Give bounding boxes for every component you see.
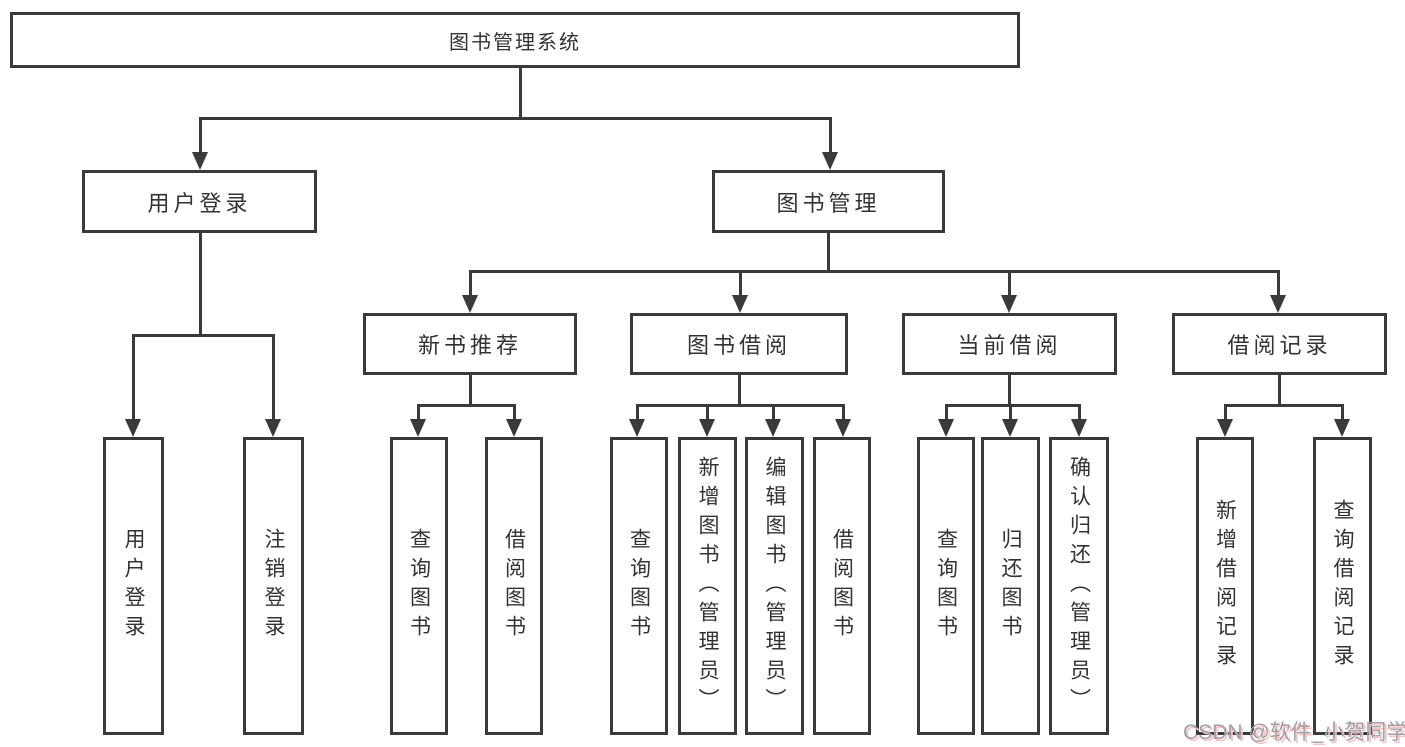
connector-line: [1009, 404, 1012, 420]
connector-line: [132, 334, 135, 420]
connector-line: [132, 334, 275, 337]
connector-line: [636, 404, 639, 420]
leaf-edit-books-admin: 编辑图书（管理员）: [745, 437, 804, 735]
node-label: 当前借阅: [957, 333, 1062, 358]
connector-line: [199, 117, 202, 153]
leaf-add-borrow-record: 新增借阅记录: [1196, 437, 1254, 735]
arrow-down-icon: [265, 419, 281, 437]
connector-line: [636, 404, 844, 407]
node-label: 图书管理: [776, 190, 881, 216]
leaf-query-books-borrowing: 查询图书: [610, 437, 668, 735]
arrow-down-icon: [1001, 295, 1017, 313]
leaf-label: 用户登录: [122, 528, 145, 644]
arrow-down-icon: [765, 419, 781, 437]
node-new-book-recommendation: 新书推荐: [363, 313, 577, 375]
leaf-query-borrow-record: 查询借阅记录: [1313, 437, 1372, 735]
node-label: 图书管理系统: [449, 31, 581, 54]
node-user-login: 用户登录: [82, 170, 317, 233]
node-library-system: 图书管理系统: [10, 12, 1020, 68]
connector-line: [469, 270, 472, 296]
connector-line: [739, 270, 742, 296]
leaf-query-books-current: 查询图书: [917, 437, 975, 735]
arrow-down-icon: [732, 295, 748, 313]
connector-line: [199, 117, 832, 120]
node-label: 借阅记录: [1227, 333, 1332, 358]
arrow-down-icon: [506, 419, 522, 437]
arrow-down-icon: [1071, 419, 1087, 437]
arrow-down-icon: [822, 152, 838, 170]
node-current-borrowing: 当前借阅: [902, 313, 1117, 375]
connector-line: [945, 404, 1080, 407]
arrow-down-icon: [462, 295, 478, 313]
arrow-down-icon: [410, 419, 426, 437]
node-label: 用户登录: [147, 190, 252, 216]
connector-line: [1008, 375, 1011, 405]
node-label: 图书借阅: [686, 333, 791, 358]
leaf-label: 归还图书: [999, 528, 1022, 644]
connector-line: [829, 117, 832, 153]
leaf-label: 新增图书（管理员）: [696, 455, 719, 717]
arrow-down-icon: [1217, 419, 1233, 437]
leaf-return-books: 归还图书: [981, 437, 1040, 735]
connector-line: [1224, 404, 1344, 407]
arrow-down-icon: [1002, 419, 1018, 437]
leaf-label: 确认归还（管理员）: [1067, 455, 1091, 717]
arrow-down-icon: [125, 419, 141, 437]
connector-line: [827, 233, 830, 271]
connector-line: [945, 404, 948, 420]
connector-line: [772, 404, 775, 420]
connector-line: [199, 233, 202, 335]
connector-line: [417, 404, 515, 407]
connector-line: [513, 404, 516, 420]
arrow-down-icon: [1270, 295, 1286, 313]
connector-line: [1078, 404, 1081, 420]
arrow-down-icon: [192, 152, 208, 170]
connector-line: [738, 375, 741, 405]
arrow-down-icon: [938, 419, 954, 437]
leaf-label: 注销登录: [262, 528, 285, 644]
connector-line: [1341, 404, 1344, 420]
connector-line: [469, 375, 472, 405]
leaf-label: 查询图书: [627, 528, 651, 644]
connector-line: [417, 404, 420, 420]
leaf-confirm-return-admin: 确认归还（管理员）: [1049, 437, 1109, 735]
leaf-label: 新增借阅记录: [1213, 499, 1237, 673]
arrow-down-icon: [1334, 419, 1350, 437]
leaf-label: 查询图书: [934, 528, 958, 644]
leaf-label: 查询借阅记录: [1331, 499, 1354, 673]
node-book-management: 图书管理: [712, 170, 945, 233]
connector-line: [519, 68, 522, 118]
connector-line: [1278, 375, 1281, 405]
node-book-borrowing: 图书借阅: [630, 313, 848, 375]
arrow-down-icon: [835, 419, 851, 437]
leaf-user-login: 用户登录: [103, 437, 164, 735]
connector-line: [1008, 270, 1011, 296]
leaf-label: 查询图书: [407, 528, 431, 644]
leaf-query-books-recommend: 查询图书: [390, 437, 448, 735]
connector-line: [469, 270, 1279, 273]
connector-line: [1224, 404, 1227, 420]
arrow-down-icon: [629, 419, 645, 437]
csdn-watermark: CSDN @软件_小贺同学: [1183, 721, 1405, 744]
connector-line: [272, 334, 275, 420]
node-label: 新书推荐: [417, 333, 522, 358]
leaf-logout-login: 注销登录: [243, 437, 304, 735]
connector-line: [706, 404, 709, 420]
leaf-label: 借阅图书: [502, 528, 526, 644]
leaf-add-books-admin: 新增图书（管理员）: [678, 437, 737, 735]
leaf-borrow-books: 借阅图书: [813, 437, 871, 735]
arrow-down-icon: [699, 419, 715, 437]
connector-line: [1277, 270, 1280, 296]
connector-line: [842, 404, 845, 420]
leaf-label: 编辑图书（管理员）: [763, 455, 786, 717]
leaf-borrow-books-recommend: 借阅图书: [485, 437, 543, 735]
leaf-label: 借阅图书: [830, 528, 854, 644]
node-borrowing-records: 借阅记录: [1172, 313, 1387, 375]
